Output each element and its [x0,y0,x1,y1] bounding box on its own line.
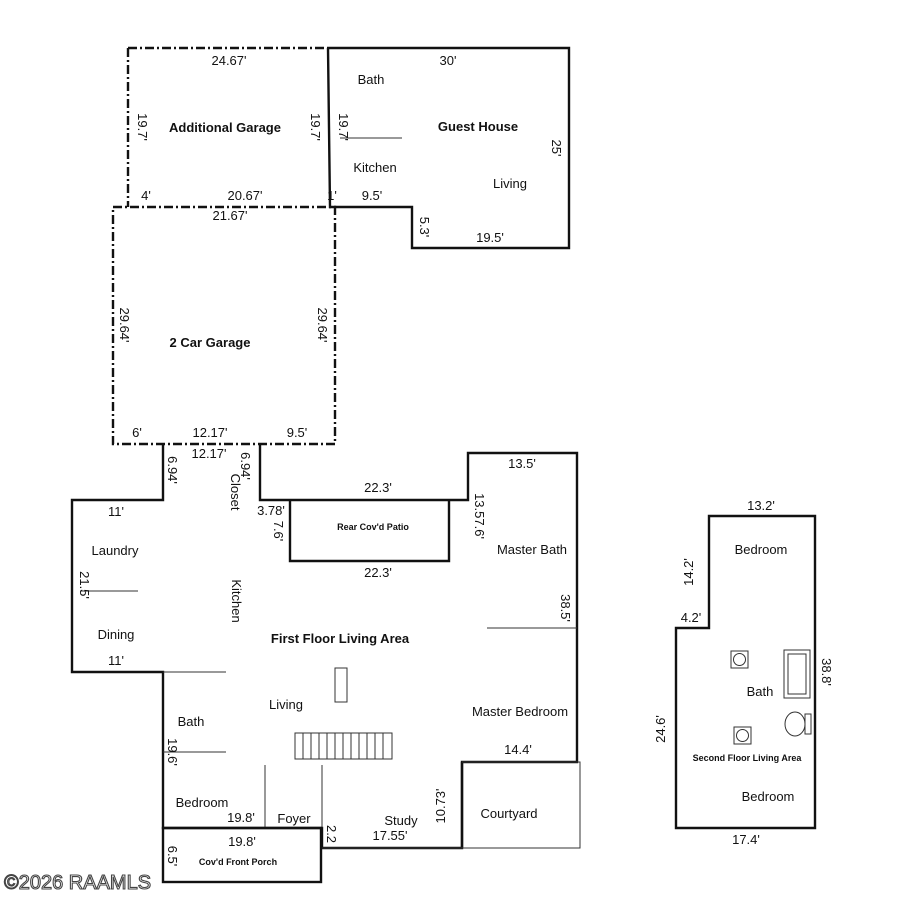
dim-g2-6: 6' [132,425,142,440]
watermark: ©2026 RAAMLS [4,872,151,894]
dim-master-144: 14.4' [504,742,532,757]
dim-dining-11: 11' [108,653,124,668]
dim-porch-198: 19.8' [228,834,256,849]
additional-garage-outline [126,46,328,207]
dim-patio-76: 7.6' [271,521,286,542]
dim-patio-bottom: 22.3' [364,565,392,580]
label-master-bath: Master Bath [497,542,567,557]
dim-mb-385: 38.5' [558,594,573,622]
bathtub [783,649,811,699]
dim-ag-right: 19.7' [308,113,323,141]
sink-lower [733,726,752,745]
label-bath: Bath [178,714,205,729]
dim-porch-65: 6.5' [165,846,180,867]
label-upper-bath: Bath [747,684,774,699]
front-porch-outline [161,826,323,884]
two-car-garage-outline [111,205,337,446]
dim-gh-53: 5.3' [417,217,432,238]
dim-bath-196: 19.6' [165,738,180,766]
dim-gh-195: 19.5' [476,230,504,245]
dim-gh-95: 9.5' [362,188,383,203]
kitchen-island [334,667,348,703]
label-master-bedroom: Master Bedroom [472,704,568,719]
dim-sf-132: 13.2' [747,498,775,513]
dim-conn-1217: 12.17' [191,446,226,461]
dim-sf-246: 24.6' [653,715,668,743]
label-foyer: Foyer [277,811,311,826]
dim-g2-left: 29.64' [117,307,132,342]
dim-gh-left: 19.7' [336,113,351,141]
label-laundry: Laundry [92,543,139,558]
dim-laundry-215: 21.5' [77,571,92,599]
staircase [294,732,393,760]
label-second-floor: Second Floor Living Area [693,753,803,763]
dim-patio-top: 22.3' [364,480,392,495]
label-bedroom: Bedroom [176,795,229,810]
dim-ag-top: 24.67' [211,53,246,68]
dim-study-1755: 17.55' [372,828,407,843]
label-courtyard: Courtyard [480,806,537,821]
toilet [784,711,812,737]
dim-sf-174: 17.4' [732,832,760,847]
dim-closet-694: 6.94' [238,452,253,480]
dim-gh-right: 25' [549,140,564,157]
label-study: Study [384,813,418,828]
dim-ag-2067: 20.67' [227,188,262,203]
dim-laundry-11: 11' [108,504,124,519]
dim-foyer-22: 2.2 [324,825,339,843]
dim-courtyard-1073: 10.73' [433,788,448,823]
label-guest-bath: Bath [358,72,385,87]
label-upper-bedroom-bottom: Bedroom [742,789,795,804]
dim-mb-135: 13.5' [508,456,536,471]
dim-patio-378: 3.78' [257,503,285,518]
label-guest-living: Living [493,176,527,191]
label-guest-kitchen: Kitchen [353,160,396,175]
label-closet: Closet [228,474,243,511]
label-upper-bedroom-top: Bedroom [735,542,788,557]
dim-gh-top: 30' [440,53,457,68]
dim-ag-left: 19.7' [135,113,150,141]
label-dining: Dining [98,627,135,642]
sink-upper [730,650,749,669]
dim-sf-388: 38.8' [819,658,834,686]
label-guest-house: Guest House [438,119,518,134]
dim-gh-1: 1' [327,188,337,203]
dim-bedroom-198: 19.8' [227,810,255,825]
courtyard-outline [462,761,581,849]
second-floor-outline [674,514,817,830]
dim-sf-42: 4.2' [681,610,702,625]
label-first-floor: First Floor Living Area [271,631,410,646]
first-floor-outline [70,444,579,850]
label-kitchen: Kitchen [229,579,244,622]
label-rear-patio: Rear Cov'd Patio [337,522,409,532]
dim-ag-4: 4' [141,188,151,203]
label-additional-garage: Additional Garage [169,120,281,135]
label-front-porch: Cov'd Front Porch [199,857,277,867]
dim-g2-right: 29.64' [315,307,330,342]
label-living: Living [269,697,303,712]
dim-g2-top: 21.67' [212,208,247,223]
dim-g2-95: 9.5' [287,425,308,440]
label-two-car-garage: 2 Car Garage [170,335,251,350]
dim-mb-1357: 13.57.6' [472,493,487,539]
dim-g2-1217: 12.17' [192,425,227,440]
dim-sf-142: 14.2' [681,558,696,586]
dim-conn-694: 6.94' [165,456,180,484]
